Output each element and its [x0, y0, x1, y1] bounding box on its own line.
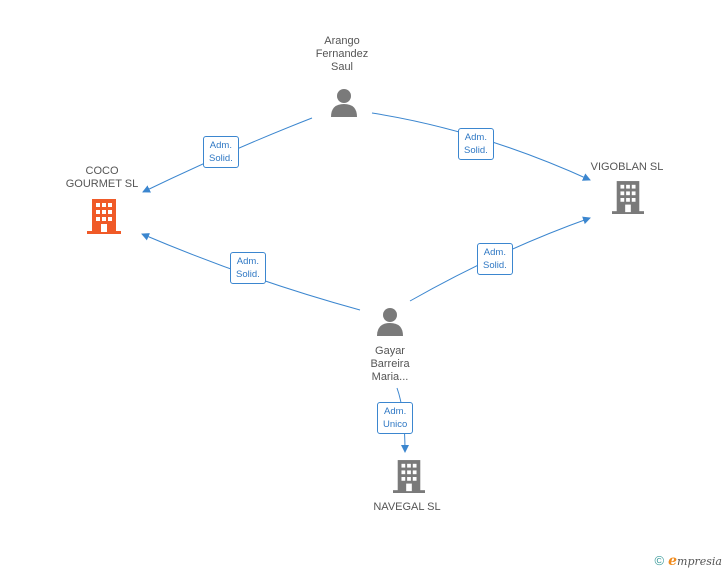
node-label-coco: COCO GOURMET SL	[65, 165, 139, 190]
building-icon[interactable]	[612, 181, 644, 215]
node-label-arango: Arango Fernandez Saul	[315, 35, 369, 73]
node-label-gayar: Gayar Barreira Maria...	[370, 345, 410, 383]
edge-label-gayar-coco[interactable]: Adm. Solid.	[230, 252, 266, 284]
node-label-vigoblan: VIGOBLAN SL	[590, 161, 664, 173]
building-icon[interactable]	[393, 460, 425, 494]
building-icon[interactable]	[87, 199, 121, 235]
node-label-navegal: NAVEGAL SL	[373, 501, 441, 513]
person-icon[interactable]	[329, 87, 359, 117]
person-icon[interactable]	[375, 306, 405, 336]
edge-label-arango-coco[interactable]: Adm. Solid.	[203, 136, 239, 168]
copyright-symbol: ©	[654, 553, 665, 568]
edge-label-arango-vigoblan[interactable]: Adm. Solid.	[458, 128, 494, 160]
edge-label-gayar-navegal[interactable]: Adm. Unico	[377, 402, 414, 434]
footer-brand: ©empresia	[655, 553, 722, 569]
edge-label-gayar-vigoblan[interactable]: Adm. Solid.	[477, 243, 513, 275]
brand-logo: empresia	[668, 553, 722, 569]
